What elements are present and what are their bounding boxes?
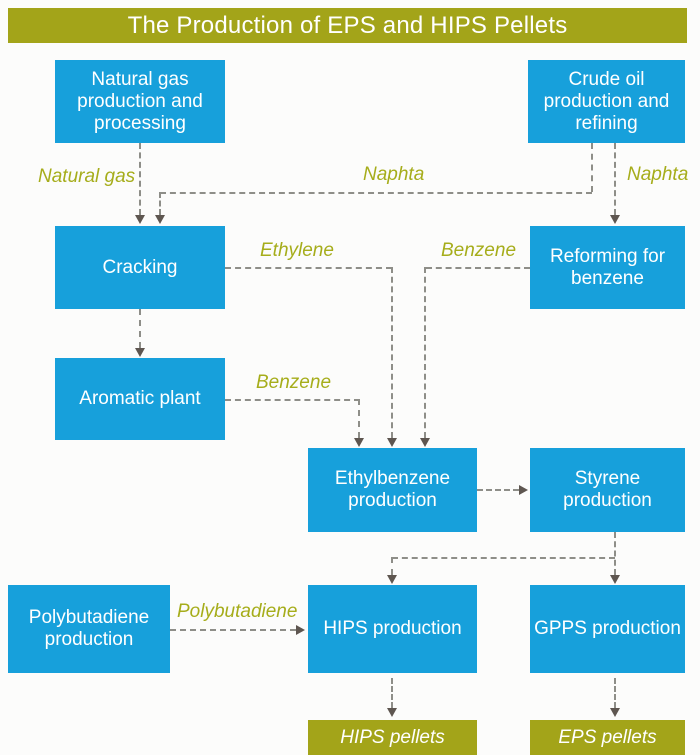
node-natural-gas-production: Natural gas production and processing xyxy=(55,60,225,143)
node-crude-oil-production: Crude oil production and refining xyxy=(528,60,685,143)
output-eps-pellets: EPS pellets xyxy=(530,720,685,755)
connector-styrene-hips-horizontal xyxy=(392,557,615,559)
arrowhead-icon xyxy=(387,438,397,447)
node-aromatic-plant: Aromatic plant xyxy=(55,358,225,440)
arrowhead-icon xyxy=(354,438,364,447)
connector-benzene-aromatic-horizontal xyxy=(225,399,360,401)
arrowhead-icon xyxy=(610,708,620,717)
arrowhead-icon xyxy=(610,215,620,224)
arrowhead-icon xyxy=(135,215,145,224)
page-title: The Production of EPS and HIPS Pellets xyxy=(8,8,687,43)
arrowhead-icon xyxy=(155,215,165,224)
connector-cracking-aromatic xyxy=(139,309,141,348)
arrowhead-icon xyxy=(387,708,397,717)
node-polybutadiene-production: Polybutadiene production xyxy=(8,585,170,673)
arrowhead-icon xyxy=(387,575,397,584)
flow-label-natural-gas: Natural gas xyxy=(38,166,136,187)
node-hips-production: HIPS production xyxy=(308,585,477,673)
connector-hips-pellets xyxy=(391,678,393,708)
arrowhead-icon xyxy=(610,575,620,584)
output-hips-pellets: HIPS pellets xyxy=(308,720,477,755)
connector-gpps-pellets xyxy=(614,678,616,708)
connector-naphta-horizontal xyxy=(160,192,592,194)
connector-naturalgas-cracking xyxy=(139,143,141,215)
node-ethylbenzene-production: Ethylbenzene production xyxy=(308,448,477,532)
flow-label-naphta-left: Naphta xyxy=(363,164,425,185)
node-styrene-production: Styrene production xyxy=(530,448,685,532)
node-gpps-production: GPPS production xyxy=(530,585,685,673)
node-reforming-for-benzene: Reforming for benzene xyxy=(530,226,685,309)
node-cracking: Cracking xyxy=(55,226,225,309)
connector-ethylbenzene-styrene xyxy=(477,489,519,491)
arrowhead-icon xyxy=(519,485,528,495)
connector-benzene-reforming-horizontal xyxy=(426,267,530,269)
connector-ethylene-vertical xyxy=(391,267,393,438)
arrowhead-icon xyxy=(420,438,430,447)
connector-styrene-hips-vertical xyxy=(391,557,393,575)
connector-styrene-gpps xyxy=(614,532,616,575)
connector-benzene-reforming-vertical xyxy=(424,267,426,438)
flow-label-ethylene: Ethylene xyxy=(260,240,334,261)
connector-ethylene-horizontal xyxy=(225,267,392,269)
arrowhead-icon xyxy=(135,348,145,357)
connector-naphta-into-cracking xyxy=(159,192,161,215)
connector-polybutadiene-hips xyxy=(170,629,296,631)
connector-crudeoil-naphta-drop xyxy=(591,143,593,192)
connector-crudeoil-reforming xyxy=(614,143,616,215)
flow-label-polybutadiene: Polybutadiene xyxy=(177,601,298,622)
flow-label-benzene-reforming: Benzene xyxy=(441,240,517,261)
flow-label-naphta-right: Naphta xyxy=(627,164,689,185)
arrowhead-icon xyxy=(296,625,305,635)
flow-label-benzene-aromatic: Benzene xyxy=(256,372,332,393)
connector-benzene-aromatic-vertical xyxy=(358,399,360,438)
